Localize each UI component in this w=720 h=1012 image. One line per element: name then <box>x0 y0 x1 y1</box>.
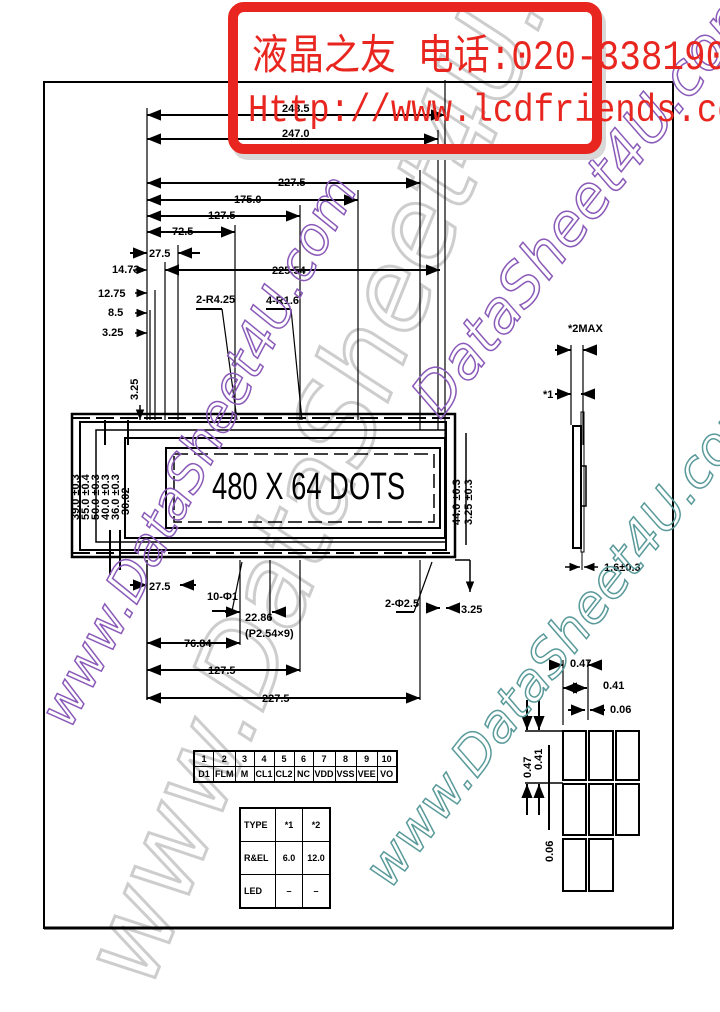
side-view: *2MAX *1 1.6±0.3 <box>543 323 641 574</box>
pin-number: 8 <box>334 750 357 767</box>
svg-text:55.0 ±0.4: 55.0 ±0.4 <box>80 473 92 520</box>
pin-signal: VDD <box>312 766 336 783</box>
pin-signal: CL1 <box>253 766 275 783</box>
svg-text:8.5: 8.5 <box>108 307 123 319</box>
svg-text:12.75: 12.75 <box>98 288 126 300</box>
svg-text:50.0 ±0.3: 50.0 ±0.3 <box>90 474 102 520</box>
table-header: *2 <box>302 807 331 842</box>
svg-text:2-R4.25: 2-R4.25 <box>196 294 235 306</box>
table-cell: 12.0 <box>302 841 331 875</box>
svg-text:0.41: 0.41 <box>533 749 545 770</box>
table-cell: LED <box>239 874 276 909</box>
svg-text:27.5: 27.5 <box>149 248 170 260</box>
pin-number: 2 <box>213 750 236 767</box>
svg-text:27.5: 27.5 <box>149 581 170 593</box>
table-header: *1 <box>275 807 303 842</box>
svg-text:248.5: 248.5 <box>282 103 310 115</box>
lcd-module-outline <box>70 412 457 575</box>
callout-r425: 2-R4.25 <box>196 294 238 421</box>
pin-number-row: 1 2 3 4 5 6 7 8 9 10 <box>193 750 398 767</box>
vendor-contact-stamp: 液晶之友 电话:020-33819057 Http://www.lcdfrien… <box>228 2 720 154</box>
svg-text:3.25: 3.25 <box>461 604 482 616</box>
pin-number: 4 <box>253 750 275 767</box>
svg-text:72.5: 72.5 <box>172 226 193 238</box>
table-row: R&EL 6.0 12.0 <box>239 841 331 875</box>
type-header-row: TYPE *1 *2 <box>239 807 331 842</box>
svg-text:1.6±0.3: 1.6±0.3 <box>604 562 641 574</box>
svg-text:14.73: 14.73 <box>112 264 140 276</box>
left-dimension-labels: 14.73 12.75 8.5 3.25 3.25 <box>98 264 141 400</box>
pin-number: 9 <box>355 750 378 767</box>
svg-text:3.25: 3.25 <box>129 379 141 400</box>
pin-number: 7 <box>312 750 336 767</box>
svg-text:0.41: 0.41 <box>603 680 624 692</box>
svg-text:*1: *1 <box>543 389 553 401</box>
pin-signal: CL2 <box>273 766 295 783</box>
vertical-left-dimensions: 39.0 ±0.3 55.0 ±0.4 50.0 ±0.3 40.0 ±0.3 … <box>70 473 132 520</box>
extension-lines <box>146 80 446 440</box>
vendor-phone-text: 液晶之友 电话:020-33819057 <box>252 34 720 82</box>
table-cell: R&EL <box>239 841 276 875</box>
svg-text:(P2.54×9): (P2.54×9) <box>245 628 294 640</box>
svg-text:39.0 ±0.3: 39.0 ±0.3 <box>70 474 82 520</box>
pin-signal: NC <box>293 766 314 783</box>
pin-signal: D1 <box>193 766 214 783</box>
dot-detail: 0.47 0.41 0.06 0.47 0.41 0.06 <box>521 658 640 892</box>
svg-text:3.25: 3.25 <box>102 327 123 339</box>
svg-text:2-Φ2.5: 2-Φ2.5 <box>385 598 419 610</box>
table-cell: 6.0 <box>275 841 303 875</box>
svg-text:175.0: 175.0 <box>234 194 262 206</box>
svg-text:10-Φ1: 10-Φ1 <box>207 591 238 603</box>
callout-r16: 4-R1.6 <box>266 295 303 421</box>
svg-text:44.0 ±0.3: 44.0 ±0.3 <box>451 479 463 525</box>
top-dimension-labels: 248.5 247.0 227.5 175.0 127.5 72.5 27.5 … <box>149 103 310 277</box>
svg-text:0.47: 0.47 <box>522 757 534 778</box>
svg-text:227.5: 227.5 <box>278 177 306 189</box>
pin-number: 1 <box>193 750 214 767</box>
table-header: TYPE <box>239 807 276 842</box>
display-area-label: 480 X 64 DOTS <box>212 466 406 508</box>
pin-number: 10 <box>376 750 398 767</box>
pin-number: 6 <box>293 750 314 767</box>
pin-signal: FLM <box>213 766 236 783</box>
vendor-url-link[interactable]: Http://www.lcdfriends.com <box>248 90 720 134</box>
svg-text:0.06: 0.06 <box>544 841 556 862</box>
pin-signal: VO <box>376 766 398 783</box>
svg-text:*2MAX: *2MAX <box>568 323 604 335</box>
bottom-dimension-lines <box>130 560 460 704</box>
teal-watermark: www.DataSheet4U.com <box>352 376 720 898</box>
svg-text:www.DataSheet4U.com: www.DataSheet4U.com <box>353 377 720 898</box>
top-dimension-lines <box>130 109 445 276</box>
pin-number: 3 <box>234 750 255 767</box>
pin-number: 5 <box>273 750 295 767</box>
svg-text:4-R1.6: 4-R1.6 <box>266 295 299 307</box>
svg-text:127.5: 127.5 <box>208 210 236 222</box>
svg-text:3.25 ±0.3: 3.25 ±0.3 <box>463 479 475 525</box>
vertical-right-dimensions: 44.0 ±0.3 3.25 ±0.3 <box>451 433 475 592</box>
svg-text:127.5: 127.5 <box>208 665 236 677</box>
svg-text:40.0 ±0.3: 40.0 ±0.3 <box>100 474 112 520</box>
svg-text:225.54: 225.54 <box>272 265 307 277</box>
svg-text:227.5: 227.5 <box>262 693 290 705</box>
svg-text:36.0 ±0.3: 36.0 ±0.3 <box>110 474 122 520</box>
pin-signal: VSS <box>334 766 357 783</box>
svg-text:247.0: 247.0 <box>282 128 310 140</box>
pin-signal: M <box>234 766 255 783</box>
pin-signal: VEE <box>355 766 378 783</box>
left-dimension-arrows <box>133 265 147 420</box>
table-cell: – <box>302 874 331 909</box>
svg-text:22.86: 22.86 <box>245 612 273 624</box>
svg-text:0.06: 0.06 <box>610 704 631 716</box>
svg-text:30.02: 30.02 <box>120 487 132 515</box>
svg-text:0.47: 0.47 <box>570 658 591 670</box>
backlight-type-table: TYPE *1 *2 R&EL 6.0 12.0 LED – – <box>239 807 331 909</box>
pin-assignment-table: 1 2 3 4 5 6 7 8 9 10 D1 FLM M CL1 CL2 NC… <box>193 750 398 783</box>
pin-signal-row: D1 FLM M CL1 CL2 NC VDD VSS VEE VO <box>193 766 398 783</box>
table-row: LED – – <box>239 874 331 909</box>
bottom-dimension-labels: 27.5 10-Φ1 22.86 (P2.54×9) 76.84 127.5 2… <box>149 561 482 705</box>
svg-text:76.84: 76.84 <box>184 638 212 650</box>
table-cell: – <box>275 874 303 909</box>
